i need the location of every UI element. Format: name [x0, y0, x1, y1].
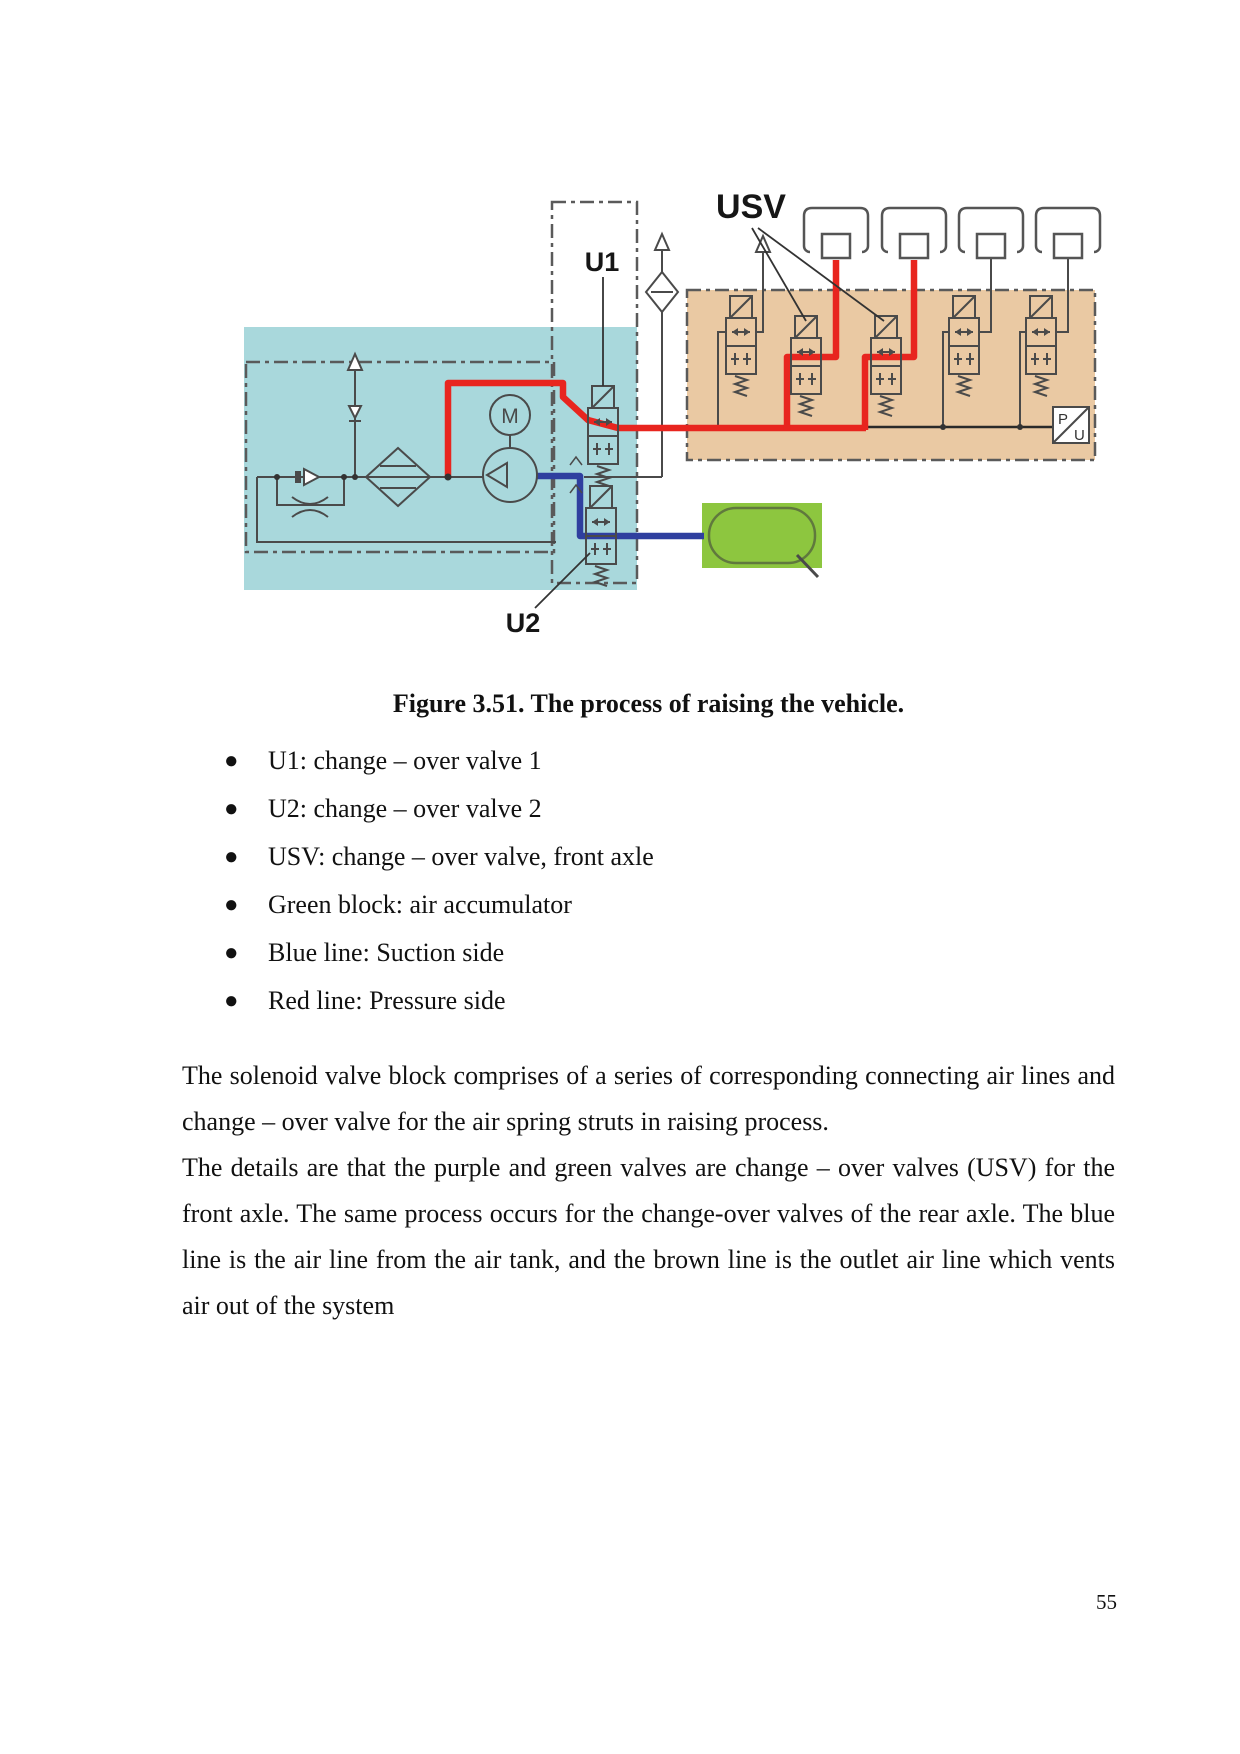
sensor-p-label: P: [1058, 411, 1068, 428]
pump: [482, 447, 538, 503]
legend-list: ● U1: change – over valve 1 ● U2: change –…: [224, 747, 1024, 1035]
list-item: ● Red line: Pressure side: [224, 987, 1024, 1015]
figure-diagram: M P U: [244, 188, 1102, 638]
inner-dashed-border: [244, 360, 556, 554]
air-spring-4: [1034, 206, 1102, 260]
sensor-u-label: U: [1074, 427, 1085, 444]
list-item: ● Blue line: Suction side: [224, 939, 1024, 967]
pump-unit-block: [244, 327, 637, 590]
motor-label: M: [501, 405, 519, 428]
list-item: ● U1: change – over valve 1: [224, 747, 1024, 775]
flow-restrictor-icon: [291, 496, 329, 518]
check-valve-icon: [347, 405, 363, 422]
air-filter-icon: [364, 446, 432, 508]
label-pointer-lines: [534, 227, 885, 609]
legend-item-text: Blue line: Suction side: [268, 938, 505, 967]
exhaust-arrow-icon: [653, 231, 671, 251]
paragraph: The solenoid valve block comprises of a …: [182, 1061, 1115, 1136]
pressure-sensor: P U: [1052, 406, 1090, 444]
suction-line: [537, 472, 704, 540]
check-valve-icon: [295, 467, 322, 487]
figure-caption: Figure 3.51. The process of raising the …: [392, 689, 905, 718]
air-spring-1: [802, 206, 870, 260]
exhaust-arrow-icon: [346, 351, 364, 371]
legend-item-text: U1: change – over valve 1: [268, 746, 542, 775]
list-item: ● USV: change – over valve, front axle: [224, 843, 1024, 871]
air-spring-3: [957, 206, 1025, 260]
bullet-icon: ●: [224, 940, 239, 966]
legend-item-text: Green block: air accumulator: [268, 890, 572, 919]
bullet-icon: ●: [224, 796, 239, 822]
junction-dots: [274, 424, 1023, 481]
motor: M: [489, 394, 531, 436]
bullet-icon: ●: [224, 892, 239, 918]
air-spring-2: [880, 206, 948, 260]
list-item: ● Green block: air accumulator: [224, 891, 1024, 919]
legend-item-text: USV: change – over valve, front axle: [268, 842, 654, 871]
bullet-icon: ●: [224, 988, 239, 1014]
exhaust-arrow-icon: [754, 233, 772, 253]
u2-label: U2: [506, 608, 541, 638]
u1u2-dashed-border: [550, 200, 639, 585]
air-accumulator: [702, 503, 822, 579]
list-item: ● U2: change – over valve 2: [224, 795, 1024, 823]
legend-item-text: U2: change – over valve 2: [268, 794, 542, 823]
legend-item-text: Red line: Pressure side: [268, 986, 506, 1015]
check-valve-icon: [569, 455, 583, 494]
paragraph: The details are that the purple and gree…: [182, 1153, 1115, 1320]
u1-label: U1: [585, 247, 620, 277]
vent-filter-icon: [644, 270, 680, 314]
body-text: The solenoid valve block comprises of a …: [182, 1053, 1115, 1329]
page-number: 55: [1096, 1590, 1117, 1614]
bullet-icon: ●: [224, 844, 239, 870]
usv-label: USV: [716, 188, 786, 226]
bullet-icon: ●: [224, 748, 239, 774]
